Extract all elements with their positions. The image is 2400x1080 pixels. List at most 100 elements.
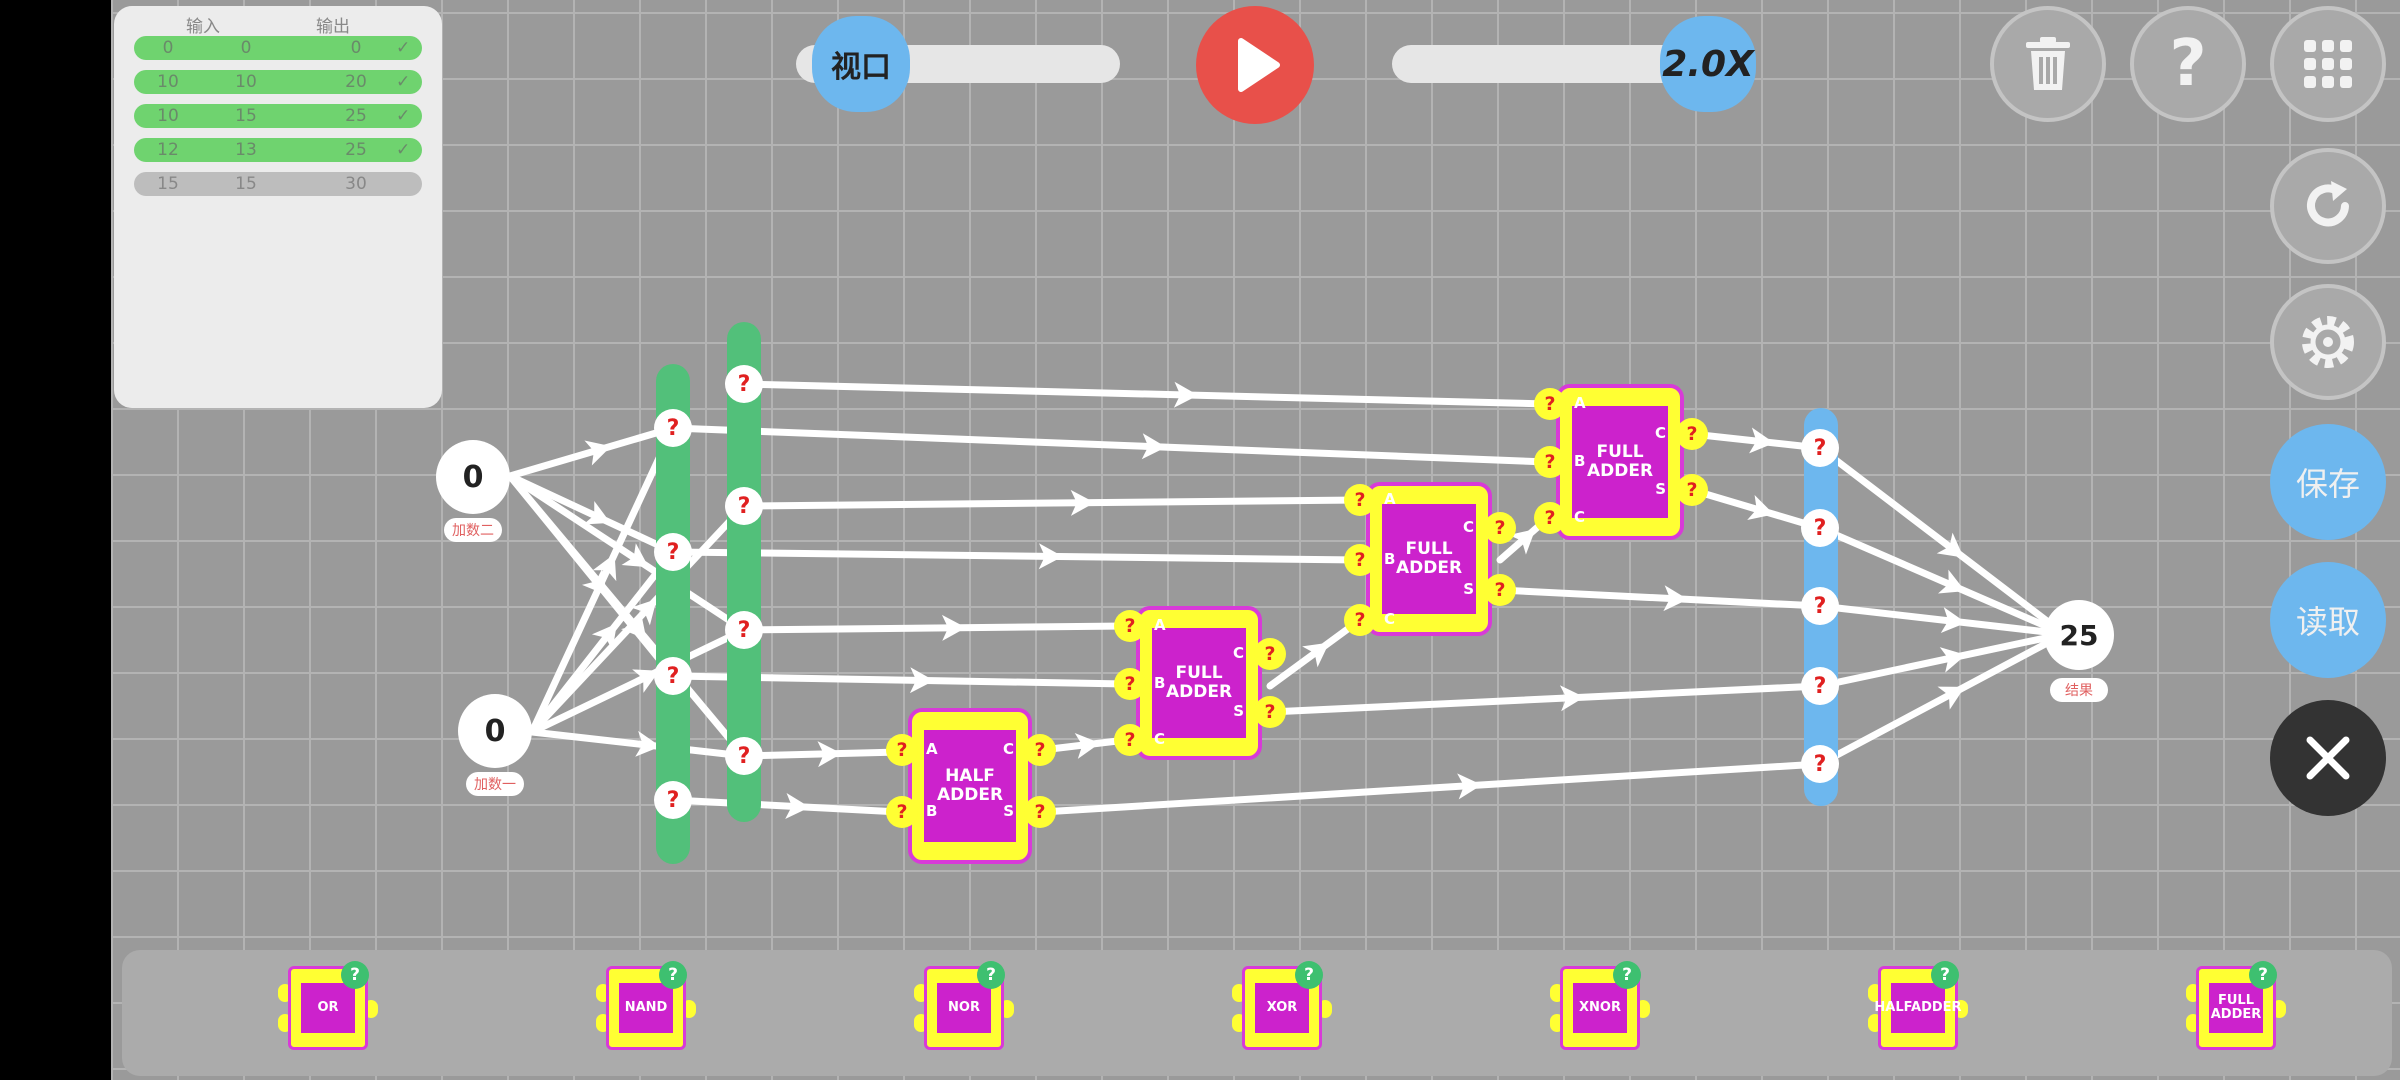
play-button[interactable] (1196, 6, 1314, 124)
wire[interactable] (528, 728, 748, 760)
wire-arrow (941, 614, 967, 641)
palette-help-icon[interactable]: ? (1295, 961, 1323, 989)
circuit-canvas[interactable] (111, 0, 2400, 1080)
wire[interactable] (740, 496, 1364, 510)
wire[interactable] (740, 748, 904, 760)
palette-gate-body: NAND? (606, 961, 687, 1050)
palette-item-or[interactable]: OR? (276, 961, 380, 1052)
wire[interactable] (669, 548, 1364, 564)
input-two-node[interactable]: 0 (436, 440, 510, 514)
bus-pin[interactable]: ? (725, 487, 763, 525)
bus-pin[interactable]: ? (1801, 509, 1839, 547)
gate-pin-label: C (1384, 610, 1396, 628)
gate-output-port[interactable]: ? (1254, 638, 1286, 670)
palette-help-icon[interactable]: ? (659, 961, 687, 989)
speed-button[interactable]: 2.0X (1660, 16, 1756, 112)
wire[interactable] (506, 472, 677, 556)
wire-arrow (1663, 585, 1688, 612)
palette-help-icon[interactable]: ? (1613, 961, 1641, 989)
gate-output-port[interactable]: ? (1484, 512, 1516, 544)
palette-help-icon[interactable]: ? (1931, 961, 1959, 989)
result-label: 结果 (2050, 678, 2108, 702)
gate-pin-label: S (1655, 480, 1666, 498)
bus-pin[interactable]: ? (725, 365, 763, 403)
settings-button[interactable] (2270, 284, 2386, 400)
gate-input-port[interactable]: ? (1114, 610, 1146, 642)
gate-output-port[interactable]: ? (1676, 418, 1708, 450)
palette-help-icon[interactable]: ? (341, 961, 369, 989)
bus-pin[interactable]: ? (654, 409, 692, 447)
palette-item-nor[interactable]: NOR? (912, 961, 1016, 1052)
wire[interactable] (1266, 682, 1824, 716)
wire[interactable] (1496, 586, 1824, 610)
bus-pin[interactable]: ? (725, 611, 763, 649)
table-cell-out: 25 (345, 106, 367, 126)
bus-pin[interactable]: ? (725, 737, 763, 775)
gate-input-port[interactable]: ? (1344, 604, 1376, 636)
wire[interactable] (1816, 602, 2068, 638)
palette-item-full-adder[interactable]: FULL ADDER? (2184, 961, 2288, 1052)
bus-pin[interactable]: ? (654, 657, 692, 695)
palette-item-xor[interactable]: XOR? (1230, 961, 1334, 1052)
gate-output-port[interactable]: ? (1024, 734, 1056, 766)
load-button[interactable]: 读取 (2270, 562, 2386, 678)
wire[interactable] (1688, 430, 1824, 452)
wire-arrow (584, 440, 612, 466)
palette-item-halfadder[interactable]: HALFADDER? (1866, 961, 1970, 1052)
close-button[interactable] (2270, 700, 2386, 816)
palette-item-xnor[interactable]: XNOR? (1548, 961, 1652, 1052)
wire[interactable] (740, 622, 1130, 634)
wire[interactable] (1816, 524, 2068, 638)
wire[interactable] (1688, 486, 1824, 532)
bus-pin[interactable]: ? (654, 781, 692, 819)
palette-item-nand[interactable]: NAND? (594, 961, 698, 1052)
wire[interactable] (669, 796, 904, 816)
bus-pin[interactable]: ? (654, 533, 692, 571)
wire[interactable] (528, 626, 748, 736)
input-one-node[interactable]: 0 (458, 694, 532, 768)
gate-input-port[interactable]: ? (1534, 446, 1566, 478)
wire[interactable] (1038, 760, 1824, 816)
wire[interactable] (1816, 630, 2068, 690)
gate-input-port[interactable]: ? (886, 734, 918, 766)
gate-input-port[interactable]: ? (1534, 388, 1566, 420)
gate-input-port[interactable]: ? (886, 796, 918, 828)
palette-help-icon[interactable]: ? (977, 961, 1005, 989)
gate-input-port[interactable]: ? (1344, 484, 1376, 516)
gate-output-port[interactable]: ? (1254, 696, 1286, 728)
gate-output-port[interactable]: ? (1024, 796, 1056, 828)
gate-input-port[interactable]: ? (1114, 668, 1146, 700)
bus-pin[interactable]: ? (1801, 429, 1839, 467)
palette-gate-label: XOR (1255, 983, 1309, 1033)
wire[interactable] (1816, 630, 2068, 768)
wire[interactable] (506, 424, 677, 480)
delete-button[interactable] (1990, 6, 2106, 122)
table-cell-b: 15 (235, 106, 257, 126)
gate-input-port[interactable]: ? (1114, 724, 1146, 756)
save-button[interactable]: 保存 (2270, 424, 2386, 540)
trash-icon (2026, 37, 2070, 90)
palette-help-icon[interactable]: ? (2249, 961, 2277, 989)
input-two-bus[interactable] (656, 364, 690, 864)
menu-button[interactable] (2270, 6, 2386, 122)
bus-pin[interactable]: ? (1801, 587, 1839, 625)
viewport-button[interactable]: 视口 (812, 16, 910, 112)
wire[interactable] (506, 472, 748, 634)
wire[interactable] (740, 380, 1552, 408)
gate-input-port[interactable]: ? (1344, 544, 1376, 576)
gate-input-port[interactable]: ? (1534, 502, 1566, 534)
bus-pin[interactable]: ? (1801, 667, 1839, 705)
wire[interactable] (1816, 444, 2068, 638)
reset-button[interactable] (2270, 148, 2386, 264)
wire[interactable] (669, 424, 1552, 466)
bus-pin[interactable]: ? (1801, 745, 1839, 783)
gate-output-port[interactable]: ? (1676, 474, 1708, 506)
gate-output-port[interactable]: ? (1484, 574, 1516, 606)
help-button[interactable]: ? (2130, 6, 2246, 122)
